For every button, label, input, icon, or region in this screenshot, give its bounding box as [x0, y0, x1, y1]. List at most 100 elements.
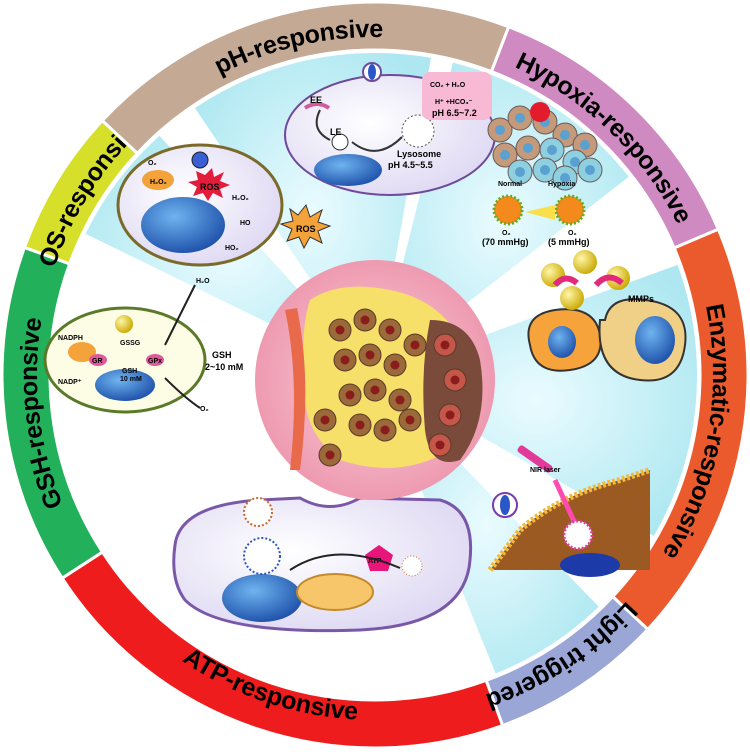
hypoxia-cell-nucleus	[515, 113, 525, 123]
ros-outside-label: ROS	[296, 224, 316, 234]
ph-products: H⁺ +HCO₃⁻	[435, 99, 473, 106]
tumor-cell-nucleus	[380, 425, 390, 435]
light-laser-device	[517, 445, 553, 473]
tumor-cell-nucleus	[395, 395, 405, 405]
enzymatic-enzyme-2	[593, 274, 624, 288]
tumor-cell-nucleus	[410, 340, 420, 350]
enzymatic-nucleus-left	[548, 326, 576, 358]
ph-arrow-2	[351, 136, 403, 152]
ph-lysosome	[401, 114, 435, 148]
light-laser-label: NIR laser	[530, 467, 561, 474]
gsh-nadp: NADP⁺	[58, 379, 82, 386]
light-np-outside-core	[500, 495, 510, 515]
hypoxia-cell-nucleus	[560, 173, 570, 183]
ros-nanoparticle	[191, 151, 209, 169]
ph-le-vesicle	[331, 133, 349, 151]
enzymatic-mmps-label: MMPs	[628, 294, 654, 304]
tumor-cell-nucleus	[385, 325, 395, 335]
atp-mitochondria	[296, 573, 374, 611]
ros-ho2-label: HO₂	[225, 245, 239, 252]
ph-lysosome-ph: pH 4.5~5.5	[388, 160, 433, 170]
gsh-ext-label: GSH	[212, 350, 232, 360]
ros-o2-label: O₂	[148, 160, 157, 167]
hypoxia-pressure-right: (5 mmHg)	[548, 237, 590, 247]
ros-mitochondria	[142, 170, 174, 190]
ph-nucleus	[314, 154, 382, 186]
ph-le-label: LE	[330, 127, 342, 137]
tumor-cell-nucleus	[405, 415, 415, 425]
hypoxia-gradient-arrow	[525, 205, 555, 220]
gsh-nadph: NADPH	[58, 335, 83, 342]
light-panel: NIR laser	[487, 445, 651, 577]
gsh-gsh-in: GSH	[122, 368, 137, 375]
hypoxia-cell-nucleus	[515, 167, 525, 177]
tumor-cell-nucleus	[390, 360, 400, 370]
tumor-cell-nucleus	[370, 385, 380, 395]
atp-nucleus	[222, 574, 302, 622]
hypoxia-cell-nucleus	[523, 143, 533, 153]
atp-cell	[172, 496, 473, 633]
enzymatic-panel: MMPs	[527, 250, 687, 382]
gsh-o2: O₂	[200, 406, 209, 413]
tumor-cell-nucleus	[345, 390, 355, 400]
gsh-cell	[43, 306, 207, 414]
enzymatic-np-2	[573, 250, 597, 274]
tumor-cell-nucleus	[450, 375, 460, 385]
hypoxia-red-blood-cell	[530, 102, 550, 122]
hypoxia-np-normal	[492, 194, 524, 226]
light-tissue	[490, 470, 650, 570]
hypoxia-hypoxia-label: Hypoxia	[548, 181, 575, 188]
tumor-cell-nucleus	[440, 340, 450, 350]
gsh-gsh-in-conc: 10 mM	[120, 376, 142, 383]
tumor-cell-nucleus	[435, 440, 445, 450]
ph-extracellular-ph: pH 6.5~7.2	[432, 108, 477, 118]
ros-outside-burst	[279, 203, 332, 250]
tumor-cell-nucleus	[445, 410, 455, 420]
hypoxia-panel: Normal Hypoxia O₂ O₂ (70 mmHg) (5 mmHg)	[482, 102, 603, 247]
gsh-gpx-enzyme	[146, 354, 164, 366]
gsh-h2o: H₂O	[196, 278, 210, 285]
ros-burst	[188, 168, 230, 201]
tumor-cells	[313, 308, 467, 467]
ph-panel: EE LE Lysosome pH 4.5~5.5 CO₂ + H₂O H⁺ +…	[284, 62, 496, 196]
hypoxia-normal-label: Normal	[498, 181, 522, 188]
hypoxia-cell-nucleus	[500, 150, 510, 160]
ph-lysosome-label: Lysosome	[397, 149, 441, 159]
atp-label: ATP	[368, 558, 382, 565]
gsh-gssg: GSSG	[120, 340, 141, 347]
atp-molecule	[365, 545, 393, 571]
enzymatic-enzyme-1	[552, 275, 579, 288]
enzymatic-np-4	[560, 286, 584, 310]
light-tissue-edge	[487, 467, 651, 572]
hypoxia-cell-nucleus	[560, 130, 570, 140]
tumor-cell-nucleus	[365, 350, 375, 360]
tumor-cell-nucleus	[325, 450, 335, 460]
atp-np-released	[401, 555, 423, 577]
tumor-cell-nucleus	[340, 355, 350, 365]
gsh-arrow-up	[164, 284, 196, 346]
ros-panel: H₂O₂ O₂ ROS H₂O₂ HO HO₂ ROS	[116, 143, 332, 267]
atp-np-inside	[243, 537, 281, 575]
hypoxia-tissue	[487, 102, 603, 191]
atp-arrow	[289, 553, 401, 571]
gsh-gpx: GPx	[148, 358, 162, 365]
gsh-gr-enzyme	[89, 354, 107, 366]
ph-arrow-1	[315, 109, 331, 141]
gsh-gr: GR	[92, 358, 103, 365]
light-np-inside	[562, 519, 594, 551]
gsh-nanoparticle	[115, 315, 133, 333]
atp-panel: ATP	[172, 496, 473, 633]
hypoxia-cell-nucleus	[570, 157, 580, 167]
tumor-cell-nucleus	[335, 325, 345, 335]
ros-burst-label: ROS	[200, 182, 220, 192]
hypoxia-cell-nucleus	[540, 165, 550, 175]
gsh-arrow-down	[164, 377, 201, 409]
gsh-panel: NADPH NADP⁺ GR GPx GSSG GSH 10 mM H₂O O₂…	[43, 278, 243, 414]
hypoxia-cell-nucleus	[547, 145, 557, 155]
hypoxia-o2-right: O₂	[568, 230, 577, 237]
ros-nucleus	[141, 197, 225, 253]
light-nucleus	[560, 553, 620, 577]
tumor-cell-nucleus	[355, 420, 365, 430]
